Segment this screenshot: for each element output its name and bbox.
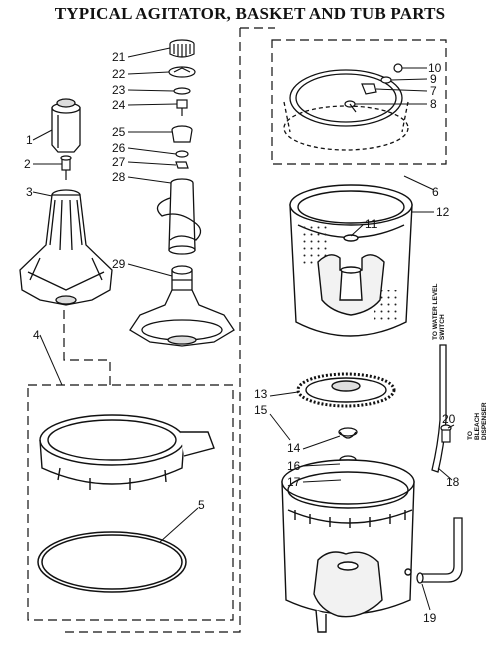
part-29-agitator-base [129,265,235,347]
callout-17: 17 [287,475,301,489]
part-19-hose [416,517,463,584]
callout-21: 21 [112,50,126,64]
part-3-agitator [19,189,113,306]
callout-14: 14 [287,441,301,455]
callout-22: 22 [112,67,126,81]
label-water-level-1: TO WATER LEVEL [432,284,439,340]
part-28-auger [156,178,202,255]
callout-19: 19 [423,611,437,625]
callout-5: 5 [198,498,205,512]
callout-12: 12 [436,205,450,219]
callout-8: 8 [430,97,437,111]
part-5-gasket [37,531,187,593]
callout-18: 18 [446,475,460,489]
hose-labels: TO WATER LEVEL SWITCH TO BLEACH DISPENSE… [432,284,488,440]
callout-11: 11 [365,217,378,231]
label-bleach-2: BLEACH [474,413,481,440]
callout-26: 26 [112,141,126,155]
callout-25: 25 [112,125,126,139]
part-12-basket [289,184,413,337]
leader-lines [32,47,455,611]
group-box-6 [271,39,447,165]
part-10-nut [393,63,403,73]
callout-20: 20 [442,412,456,426]
part-20-fitting [440,424,452,443]
callout-16: 16 [287,459,301,473]
callout-27: 27 [112,155,126,169]
grouping-lines [27,27,447,633]
part-4-tub-ring [39,414,215,490]
group-line-basket [60,28,241,633]
callout-6: 6 [432,185,439,199]
part-26-dog [175,150,189,158]
part-1-agitator-cap [51,98,81,153]
callout-3: 3 [26,185,33,199]
callout-7: 7 [430,84,437,98]
callout-numbers: 1 2 3 4 5 6 7 8 9 10 11 12 13 14 15 16 1… [24,50,460,625]
part-18-hose [431,344,447,473]
callout-29: 29 [112,257,126,271]
part-9-washer [380,76,392,84]
diagram-title: TYPICAL AGITATOR, BASKET AND TUB PARTS [54,4,446,23]
part-15-tub [281,459,415,633]
callout-23: 23 [112,83,126,97]
callout-9: 9 [430,72,437,86]
callout-2: 2 [24,157,31,171]
part-14-clamp [338,427,358,439]
part-22-seal [168,66,196,78]
callout-1: 1 [26,133,33,147]
part-13-disc [296,372,396,408]
label-bleach-1: TO [467,431,474,440]
callout-10: 10 [428,61,442,75]
callout-4: 4 [33,328,40,342]
callout-13: 13 [254,387,268,401]
agitator-connector [63,310,111,385]
part-24-bolt [176,99,188,116]
part-27-clip [175,161,189,169]
callout-28: 28 [112,170,126,184]
part-7-clip [361,83,377,95]
callout-24: 24 [112,98,126,112]
callout-15: 15 [254,403,268,417]
group-box-4 [27,384,234,621]
label-water-level-2: SWITCH [439,314,446,340]
part-23-ring [173,87,191,95]
part-21-cap [169,39,195,58]
part-25-coupling [171,125,193,143]
label-bleach-3: DISPENSER [481,402,488,440]
part-2-bolt [60,155,72,180]
part-balance-ring [283,69,409,151]
